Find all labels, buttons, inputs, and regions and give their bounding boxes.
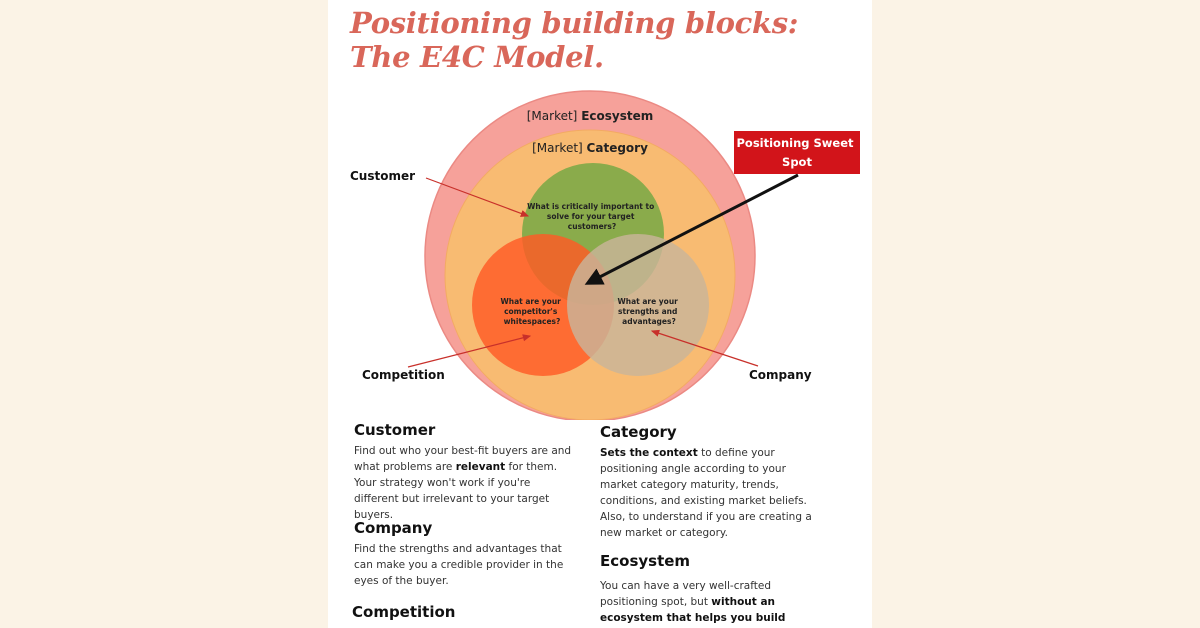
sweet-spot-arrow <box>584 173 799 285</box>
customer-description: Find out who your best-fit buyers are an… <box>354 445 572 521</box>
company-circle-text: What are your strengths and advantages? <box>617 297 680 326</box>
category-bracket: [Market] <box>532 141 583 155</box>
svg-text:[Market] Category: [Market] Category <box>532 141 648 155</box>
customer-heading: Customer <box>354 421 436 439</box>
ecosystem-bracket: [Market] <box>527 109 578 123</box>
category-description: Sets the context to define your position… <box>600 447 812 539</box>
sweet-spot-callout <box>734 131 860 174</box>
category-label: Category <box>587 141 649 155</box>
competition-circle-text: What are your competitor's whitespaces? <box>500 297 563 326</box>
category-heading: Category <box>600 423 677 441</box>
ecosystem-section: Ecosystem You can have a very well-craft… <box>600 552 812 628</box>
customer-circle-text: What is critically important to solve fo… <box>527 202 657 231</box>
company-pointer-arrow <box>650 329 759 367</box>
infographic-page: Positioning building blocks: The E4C Mod… <box>328 0 872 628</box>
company-section: Company Find the strengths and advantage… <box>354 519 572 589</box>
page-title: Positioning building blocks: The E4C Mod… <box>350 6 799 74</box>
e4c-diagram: [Market] Ecosystem [Market] Category Wha… <box>350 90 860 420</box>
competition-pointer-arrow <box>407 334 532 368</box>
company-heading: Company <box>354 519 433 537</box>
category-section: Category Sets the context to define your… <box>600 423 812 541</box>
sweet-spot-label: Positioning Sweet Spot <box>736 136 857 169</box>
ecosystem-description: You can have a very well-crafted positio… <box>600 580 786 624</box>
competition-heading: Competition <box>352 603 456 621</box>
svg-text:[Market] Ecosystem: [Market] Ecosystem <box>527 109 654 123</box>
company-description: Find the strengths and advantages that c… <box>354 543 564 587</box>
customer-section: Customer Find out who your best-fit buye… <box>354 421 572 523</box>
customer-pointer-arrow <box>425 177 530 217</box>
ecosystem-heading: Ecosystem <box>600 552 691 570</box>
competition-section: Competition <box>352 603 570 621</box>
ecosystem-label: Ecosystem <box>581 109 653 123</box>
customer-label: Customer <box>350 169 415 183</box>
company-label: Company <box>749 368 812 382</box>
competition-label: Competition <box>362 368 445 382</box>
